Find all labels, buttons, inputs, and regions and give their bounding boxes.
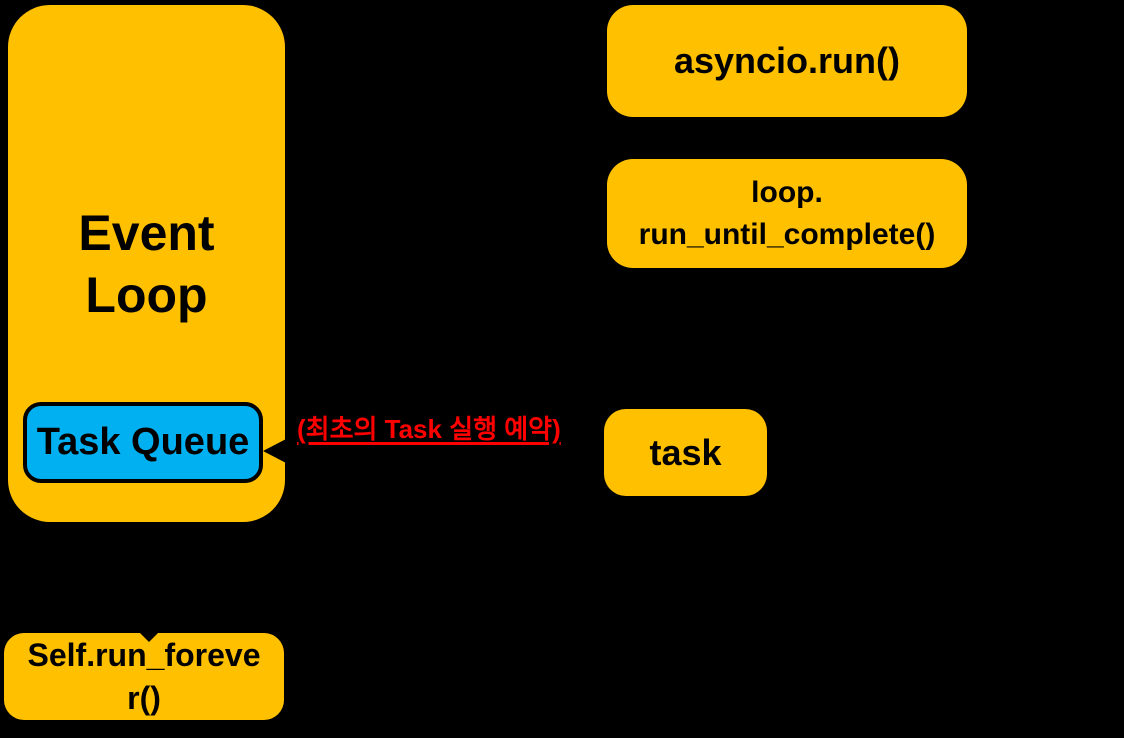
asyncio-run-label: asyncio.run() — [673, 40, 901, 81]
run-forever-label-line1: Self.run_foreve — [27, 636, 261, 673]
run-forever-box: Self.run_foreve r() — [4, 633, 284, 720]
task-queue-label: Task Queue — [36, 421, 250, 463]
task-box: task — [604, 409, 767, 496]
event-loop-box: Event Loop Task Queue — [8, 5, 285, 522]
run-until-complete-box: loop. run_until_complete() — [607, 159, 967, 268]
arrowhead-down-icon — [140, 633, 158, 642]
event-loop-label: Event Loop — [78, 202, 214, 326]
run-until-complete-label-line1: loop. — [751, 175, 823, 209]
task-label: task — [649, 431, 722, 473]
event-loop-label-line1: Event — [78, 204, 215, 261]
asyncio-run-box: asyncio.run() — [607, 5, 967, 117]
run-forever-label-line2: r() — [127, 679, 161, 716]
task-queue-box: Task Queue — [23, 402, 263, 483]
initial-task-schedule-annotation: (최초의 Task 실행 예약) — [297, 414, 561, 444]
run-until-complete-label-line2: run_until_complete() — [638, 217, 936, 251]
event-loop-label-line2: Loop — [85, 266, 208, 323]
arrowhead-left-icon — [263, 438, 288, 464]
